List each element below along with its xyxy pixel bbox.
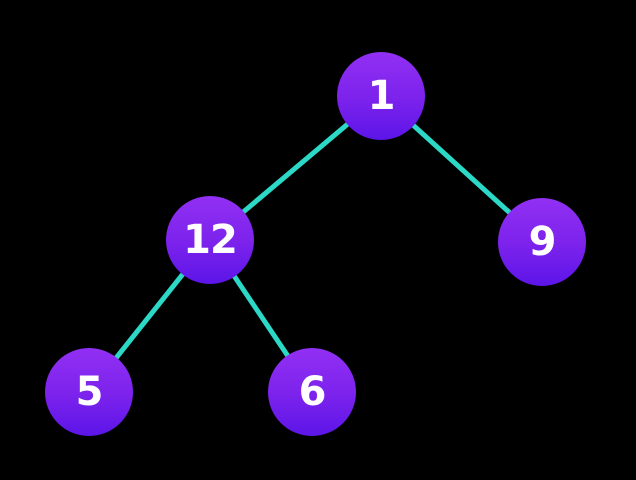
tree-node-left-right: 6 <box>268 348 356 436</box>
node-label: 9 <box>528 219 557 265</box>
node-label: 6 <box>298 369 327 415</box>
tree-node-left: 12 <box>166 196 254 284</box>
tree-node-root: 1 <box>337 52 425 140</box>
tree-node-left-left: 5 <box>45 348 133 436</box>
node-label: 12 <box>183 217 238 263</box>
node-label: 1 <box>367 73 396 119</box>
node-label: 5 <box>75 369 104 415</box>
tree-node-right: 9 <box>498 198 586 286</box>
